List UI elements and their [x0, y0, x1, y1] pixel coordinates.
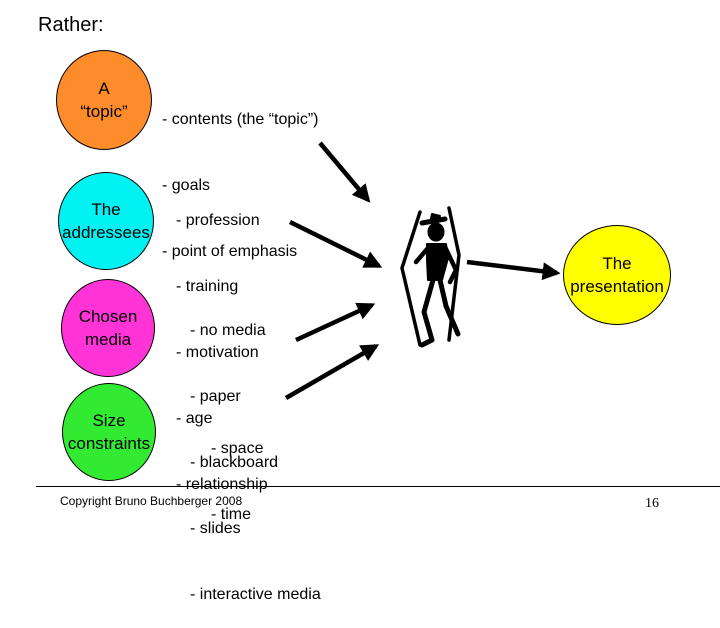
media-list-item: - interactive media — [190, 586, 321, 603]
diagram-graphics — [284, 141, 561, 400]
addressees-list-item: - age — [176, 410, 213, 427]
arrow-media — [295, 302, 376, 343]
addressees-circle: The addressees — [58, 172, 154, 270]
size-circle: Size constraints — [62, 383, 156, 481]
media-circle-label: Chosen media — [78, 307, 138, 349]
presentation-circle-label: The presentation — [570, 254, 664, 296]
media-list-item: - paper — [190, 388, 241, 405]
arrow-topic — [318, 141, 371, 203]
addressees-list-item: - training — [176, 278, 239, 295]
addressees-list-item: - motivation — [176, 344, 259, 361]
topic-circle-label: A “topic” — [80, 79, 128, 121]
addressees-list: - profession - training - motivation - a… — [176, 166, 268, 518]
arrow-addressees — [289, 219, 383, 269]
topic-list: - contents (the “topic”) - goals - point… — [162, 65, 319, 285]
footer-divider — [36, 486, 720, 487]
walking-figure-icon — [400, 206, 461, 348]
arrow-presentation — [466, 259, 561, 281]
copyright-text: Copyright Bruno Buchberger 2008 — [60, 494, 243, 508]
size-circle-label: Size constraints — [67, 411, 151, 453]
media-circle: Chosen media — [61, 279, 155, 377]
media-list-item: - no media — [190, 322, 266, 339]
addressees-list-item: - relationship — [176, 476, 268, 493]
size-list-item: - space — [211, 440, 264, 457]
presentation-circle: The presentation — [563, 225, 671, 325]
topic-list-item: - contents (the “topic”) — [162, 111, 319, 128]
addressees-circle-label: The addressees — [62, 200, 150, 242]
topic-list-item: - goals — [162, 177, 211, 194]
size-list-item: - time — [211, 506, 251, 523]
slide-heading: Rather: — [38, 14, 104, 36]
media-list-item: - slides — [190, 520, 241, 537]
topic-list-item: - point of emphasis — [162, 243, 298, 260]
media-list-item: - blackboard — [190, 454, 279, 471]
topic-circle: A “topic” — [56, 50, 152, 150]
page-number: 16 — [645, 496, 659, 511]
arrow-size — [284, 344, 380, 400]
addressees-list-item: - profession — [176, 212, 260, 229]
size-list: - space - time — [211, 394, 263, 548]
